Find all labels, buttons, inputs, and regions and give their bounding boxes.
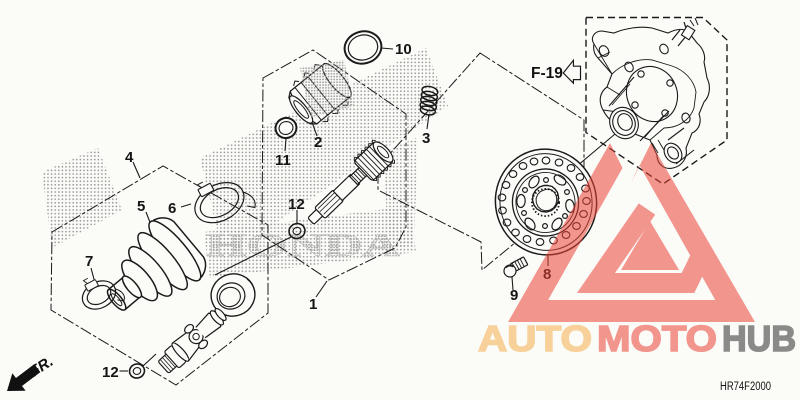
svg-text:1: 1 bbox=[309, 296, 317, 313]
svg-text:9: 9 bbox=[510, 287, 518, 304]
svg-text:12: 12 bbox=[102, 364, 119, 381]
svg-text:2: 2 bbox=[314, 134, 322, 151]
svg-text:5: 5 bbox=[137, 198, 145, 215]
svg-text:HONDA: HONDA bbox=[206, 228, 400, 264]
svg-text:6: 6 bbox=[168, 200, 176, 217]
svg-text:11: 11 bbox=[275, 152, 291, 169]
svg-text:AUTO: AUTO bbox=[478, 318, 592, 359]
svg-text:7: 7 bbox=[85, 253, 93, 270]
svg-text:MOTO: MOTO bbox=[597, 318, 717, 359]
svg-text:F-19: F-19 bbox=[531, 65, 563, 82]
svg-text:12: 12 bbox=[288, 196, 305, 213]
svg-text:HR74F2000: HR74F2000 bbox=[720, 381, 771, 393]
svg-text:4: 4 bbox=[125, 149, 134, 166]
svg-text:HUB: HUB bbox=[722, 318, 796, 359]
svg-text:3: 3 bbox=[422, 130, 430, 147]
svg-text:10: 10 bbox=[395, 41, 412, 58]
